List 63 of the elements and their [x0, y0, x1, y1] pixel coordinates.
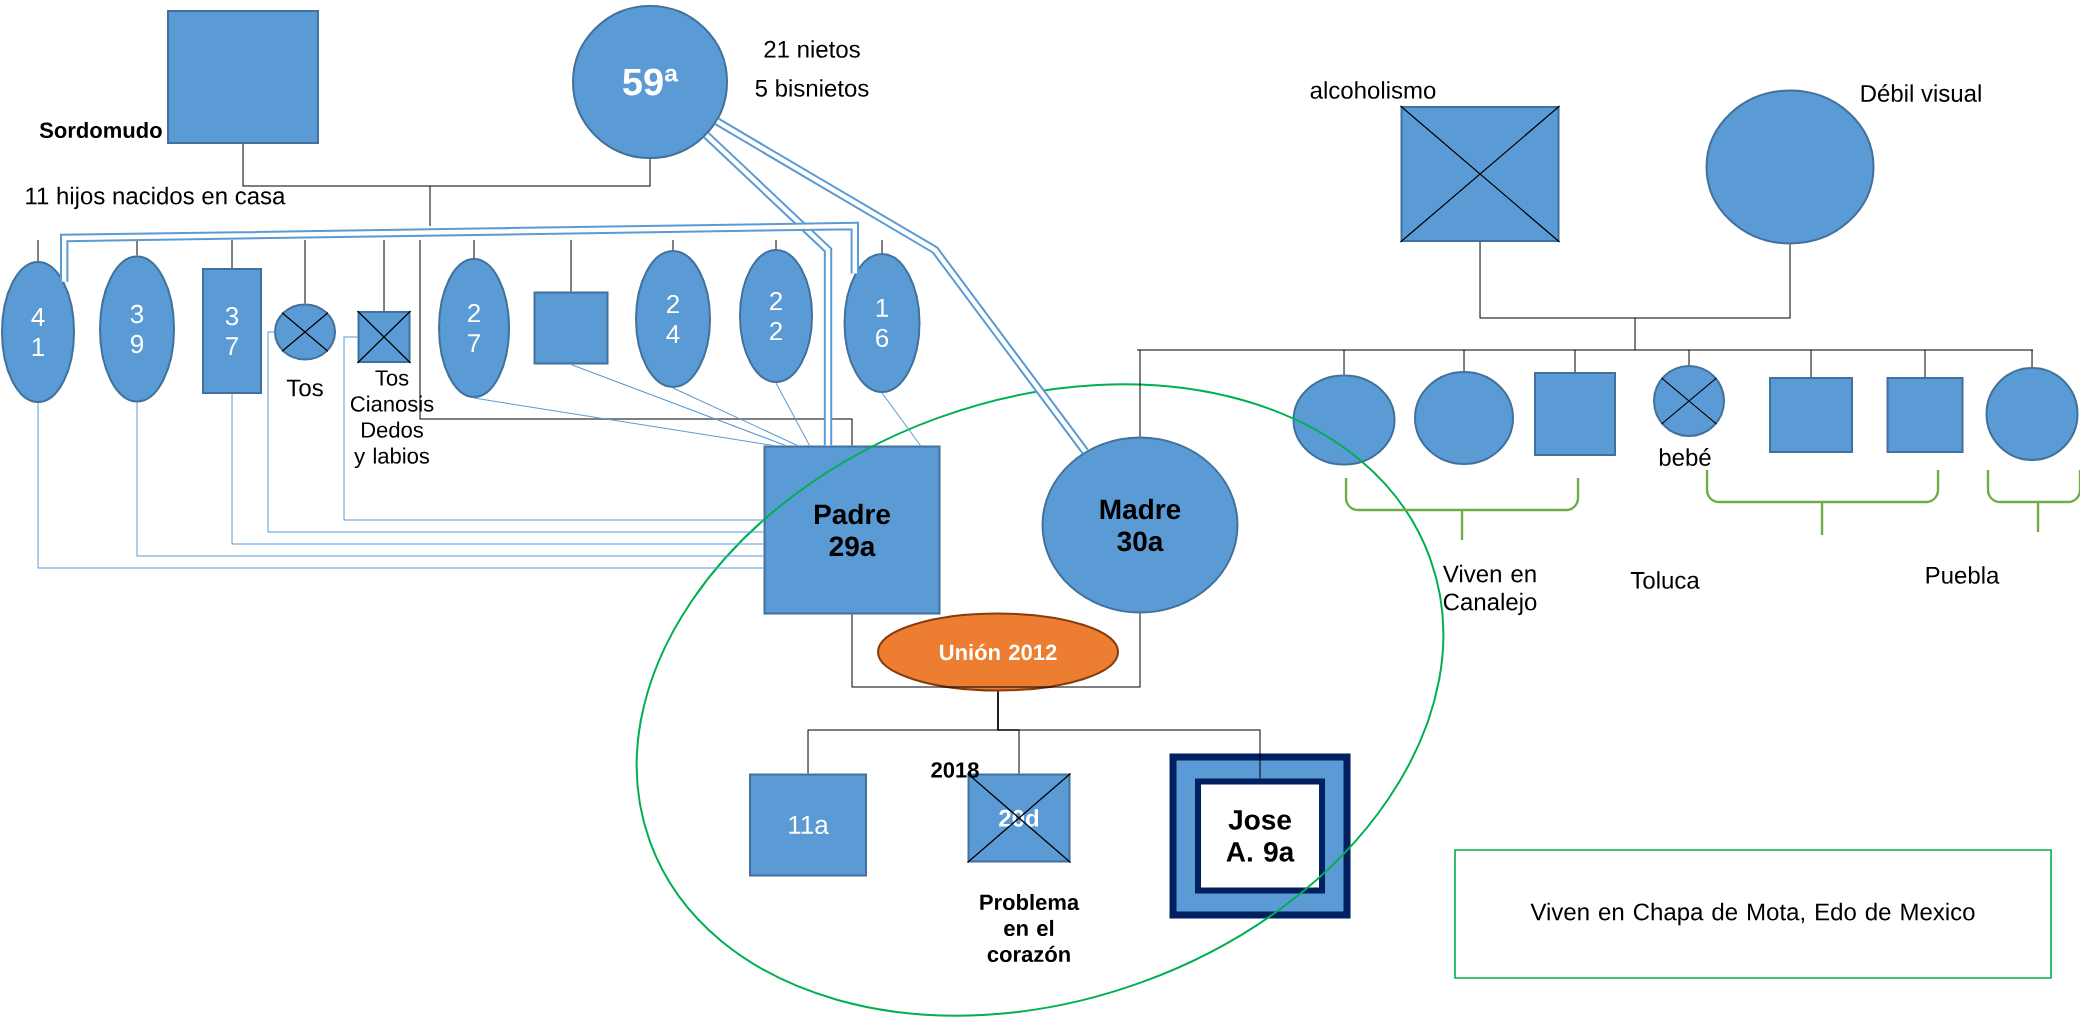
relationship-line — [267, 331, 764, 533]
annotation: Tos — [286, 379, 323, 397]
annotation: bebé — [1659, 448, 1711, 466]
descent-line — [775, 239, 777, 250]
descent-line — [1574, 349, 1576, 373]
descent-line — [136, 239, 138, 256]
square-symbol — [1769, 377, 1853, 453]
annotation: 5 bisnietos — [755, 79, 869, 97]
crossed-square-symbol — [1399, 105, 1561, 243]
label-text: Puebla — [1926, 566, 2000, 584]
descent-line — [2031, 349, 2033, 368]
square-symbol — [167, 10, 319, 144]
crossed-circle-symbol — [1653, 365, 1725, 437]
descent-line — [1688, 349, 1690, 366]
descent-line — [1343, 349, 1345, 375]
marriage-line — [1479, 241, 1791, 319]
descent-line — [1810, 349, 1812, 378]
relationship-line — [473, 397, 774, 446]
relationship-line — [714, 117, 1089, 454]
descent-line — [383, 239, 385, 312]
square-symbol — [533, 291, 609, 365]
relationship-line — [570, 364, 786, 446]
descent-line — [419, 239, 853, 446]
relationship-line — [775, 382, 810, 446]
label-text: 11 hijos nacidos en casa — [26, 186, 286, 210]
annotation: Sordomudo — [39, 121, 162, 139]
relationship-line — [343, 336, 764, 521]
annotation: Débil visual — [1861, 84, 1981, 102]
annotation: alcoholismo — [1310, 81, 1436, 99]
relationship-line — [37, 402, 764, 569]
relationship-line — [231, 393, 764, 545]
descent-line — [231, 239, 233, 269]
label-text: Viven en Canalejo — [1442, 564, 1537, 616]
annotation: 21 nietos — [764, 40, 860, 58]
descent-line — [304, 239, 306, 304]
circle-symbol — [1292, 374, 1396, 466]
relationship-line — [136, 402, 764, 557]
label-text: Toluca — [1630, 571, 1700, 589]
square-symbol — [1534, 372, 1616, 456]
square-symbol — [1886, 377, 1964, 453]
descent-line — [1463, 349, 1465, 372]
marriage-line — [851, 613, 1141, 688]
circle-symbol — [1985, 367, 2079, 461]
descent-line — [37, 239, 39, 262]
crossed-square-symbol — [356, 310, 412, 364]
descent-line — [672, 239, 674, 251]
circle-symbol — [1414, 371, 1514, 465]
descent-line — [473, 239, 475, 259]
relationship-line — [881, 392, 921, 446]
index-person-box: Jose A. 9a — [1169, 753, 1351, 919]
marriage-line — [242, 143, 651, 187]
crossed-circle-symbol — [274, 303, 336, 361]
relationship-line — [60, 221, 859, 282]
descent-line — [1139, 349, 1141, 437]
annotation: Problema en el corazón — [980, 893, 1080, 963]
relationship-line — [703, 132, 833, 446]
annotation: Tos Cianosis Dedos y labios — [350, 370, 434, 469]
descent-line — [570, 239, 572, 292]
note-box: Viven en Chapa de Mota, Edo de Mexico — [1454, 849, 2052, 979]
relationship-line — [672, 387, 798, 446]
descent-line — [881, 239, 883, 254]
descent-line — [1924, 349, 1926, 378]
marriage-line — [997, 691, 1261, 779]
